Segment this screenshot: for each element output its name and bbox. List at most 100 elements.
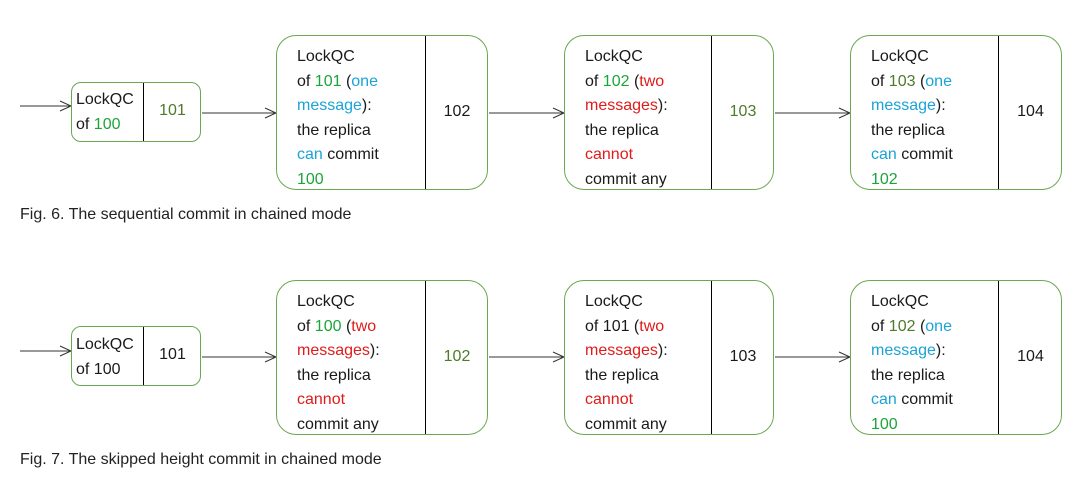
text-segment: ( — [341, 317, 352, 335]
arrow-fig6-0 — [202, 107, 278, 119]
text-segment: ): — [657, 342, 668, 359]
text-line: of 103 (one — [871, 70, 953, 95]
block-divider — [711, 281, 712, 434]
text-segment: message — [297, 97, 362, 114]
lockqc-text: LockQC of 102 (two messages): the replica ca… — [585, 45, 668, 192]
text-segment: LockQC — [76, 336, 134, 353]
text-segment: 100 — [314, 317, 342, 335]
block-divider — [711, 36, 712, 189]
text-segment: the replica — [297, 121, 371, 139]
text-segment: ): — [935, 342, 946, 359]
block-height-number: 103 — [729, 347, 757, 365]
arrow-fig7-0 — [202, 351, 278, 363]
text-segment: ): — [935, 97, 946, 114]
block-height-number: 101 — [159, 346, 186, 363]
block-height-number: 104 — [1017, 347, 1044, 365]
text-line: the replica — [585, 364, 668, 389]
text-segment: ( — [629, 72, 640, 90]
figure-7-caption: Fig. 7. The skipped height commit in cha… — [20, 451, 382, 468]
text-line: LockQC — [297, 290, 380, 315]
text-segment: commit any — [585, 170, 667, 188]
text-segment: commit — [896, 146, 953, 163]
text-segment: two — [351, 317, 377, 335]
text-segment: can — [871, 391, 897, 408]
text-line: the replica — [297, 119, 379, 144]
text-segment: 100 — [871, 415, 898, 433]
text-segment: 100 — [93, 115, 121, 133]
text-segment: the replica — [871, 366, 945, 384]
text-line: commit any — [585, 168, 668, 193]
text-segment: 100 — [297, 170, 324, 188]
text-segment: LockQC — [585, 48, 643, 65]
arrow-fig6-2 — [775, 107, 852, 119]
text-line: commit any — [585, 413, 668, 438]
text-line: cannot — [585, 388, 668, 413]
text-segment: message — [871, 342, 936, 359]
text-line: of 102 (two — [585, 70, 668, 95]
text-segment: LockQC — [871, 293, 929, 310]
block-height-number: 102 — [443, 102, 471, 120]
text-segment: 101 — [314, 72, 342, 90]
text-segment: LockQC — [871, 48, 929, 65]
block-divider — [425, 281, 426, 434]
text-line: the replica — [871, 364, 953, 389]
text-segment: messages — [297, 342, 370, 359]
text-line: commit any — [297, 413, 380, 438]
text-segment: ( — [915, 317, 926, 335]
block-height-number: 101 — [159, 102, 186, 119]
text-segment: the replica — [585, 121, 659, 139]
text-segment: two — [639, 317, 665, 335]
text-segment: ( — [915, 72, 926, 90]
text-line: cannot — [585, 143, 668, 168]
text-segment: one — [351, 72, 378, 90]
text-segment: of — [76, 115, 94, 133]
block-divider — [998, 281, 999, 434]
text-segment: LockQC — [297, 48, 355, 65]
text-line: message): — [871, 339, 953, 364]
text-segment: of — [297, 72, 315, 90]
block-104: LockQC of 102 (one message): the replica can… — [850, 280, 1062, 435]
text-segment: of — [871, 72, 889, 90]
block-103: LockQC of 102 (two messages): the replica ca… — [564, 35, 774, 190]
text-segment: messages — [585, 97, 658, 114]
text-segment: 102 — [888, 317, 916, 335]
text-line: of 101 (one — [297, 70, 379, 95]
text-segment: cannot — [297, 391, 346, 408]
text-line: messages): — [297, 339, 380, 364]
text-segment: one — [925, 317, 952, 335]
block-divider — [425, 36, 426, 189]
text-segment: commit — [322, 146, 379, 163]
text-segment: commit — [896, 391, 953, 408]
text-line: cannot — [297, 388, 380, 413]
text-line: LockQC — [585, 45, 668, 70]
text-segment: LockQC — [585, 293, 643, 310]
text-line: LockQC — [297, 45, 379, 70]
text-segment: ): — [657, 97, 668, 114]
text-segment: 103 — [888, 72, 916, 90]
text-segment: 102 — [602, 72, 630, 90]
text-line: the replica — [585, 119, 668, 144]
text-segment: of — [297, 317, 315, 335]
text-segment: of — [871, 317, 889, 335]
text-segment: the replica — [871, 121, 945, 139]
text-segment: one — [925, 72, 952, 90]
text-line: of 100 — [76, 113, 134, 138]
text-segment: the replica — [585, 366, 659, 384]
block-height-number: 102 — [443, 347, 471, 365]
block-divider — [143, 327, 144, 385]
text-line: can commit — [871, 388, 953, 413]
text-line: of 101 (two — [585, 315, 668, 340]
text-segment: 102 — [871, 170, 898, 188]
text-line: LockQC — [585, 290, 668, 315]
arrow-fig6-1 — [489, 107, 566, 119]
text-segment: of — [585, 72, 603, 90]
